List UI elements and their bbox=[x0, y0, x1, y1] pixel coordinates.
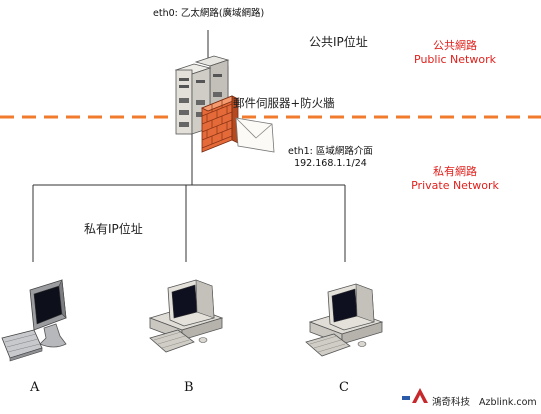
client-c-label: C bbox=[339, 380, 349, 395]
private-network-name-zh: 私有網路 bbox=[433, 165, 477, 178]
private-network-label: 私有網路 Private Network bbox=[405, 163, 505, 192]
public-network-label: 公共網路 Public Network bbox=[405, 37, 505, 66]
lcd-monitor-icon bbox=[1, 278, 67, 362]
client-a-label: A bbox=[30, 380, 40, 395]
desktop-computer-icon-c bbox=[305, 283, 384, 357]
lan-interface-address: 192.168.1.1/24 bbox=[294, 158, 367, 169]
public-network-name-en: Public Network bbox=[414, 53, 496, 66]
private-ip-label: 私有IP位址 bbox=[84, 222, 143, 236]
public-ip-label: 公共IP位址 bbox=[309, 35, 368, 49]
private-network-name-en: Private Network bbox=[411, 179, 499, 192]
watermark-brand: 鴻奇科技 bbox=[432, 397, 471, 408]
watermark-url: Azblink.com bbox=[479, 397, 537, 408]
mail-server-firewall-label: 郵件伺服器+防火牆 bbox=[233, 96, 335, 110]
public-network-name-zh: 公共網路 bbox=[433, 39, 477, 52]
desktop-computer-icon-b bbox=[148, 279, 224, 353]
mail-server-firewall-icon bbox=[174, 55, 275, 153]
wan-interface-label: eth0: 乙太網路(廣域網路) bbox=[153, 8, 265, 19]
client-b-label: B bbox=[184, 380, 194, 395]
watermark: 鴻奇科技 Azblink.com bbox=[432, 394, 537, 408]
azblink-logo-icon bbox=[402, 388, 428, 403]
lan-interface-name: eth1: 區域網路介面 bbox=[288, 146, 373, 157]
lan-interface-label: eth1: 區域網路介面 192.168.1.1/24 bbox=[288, 146, 373, 170]
